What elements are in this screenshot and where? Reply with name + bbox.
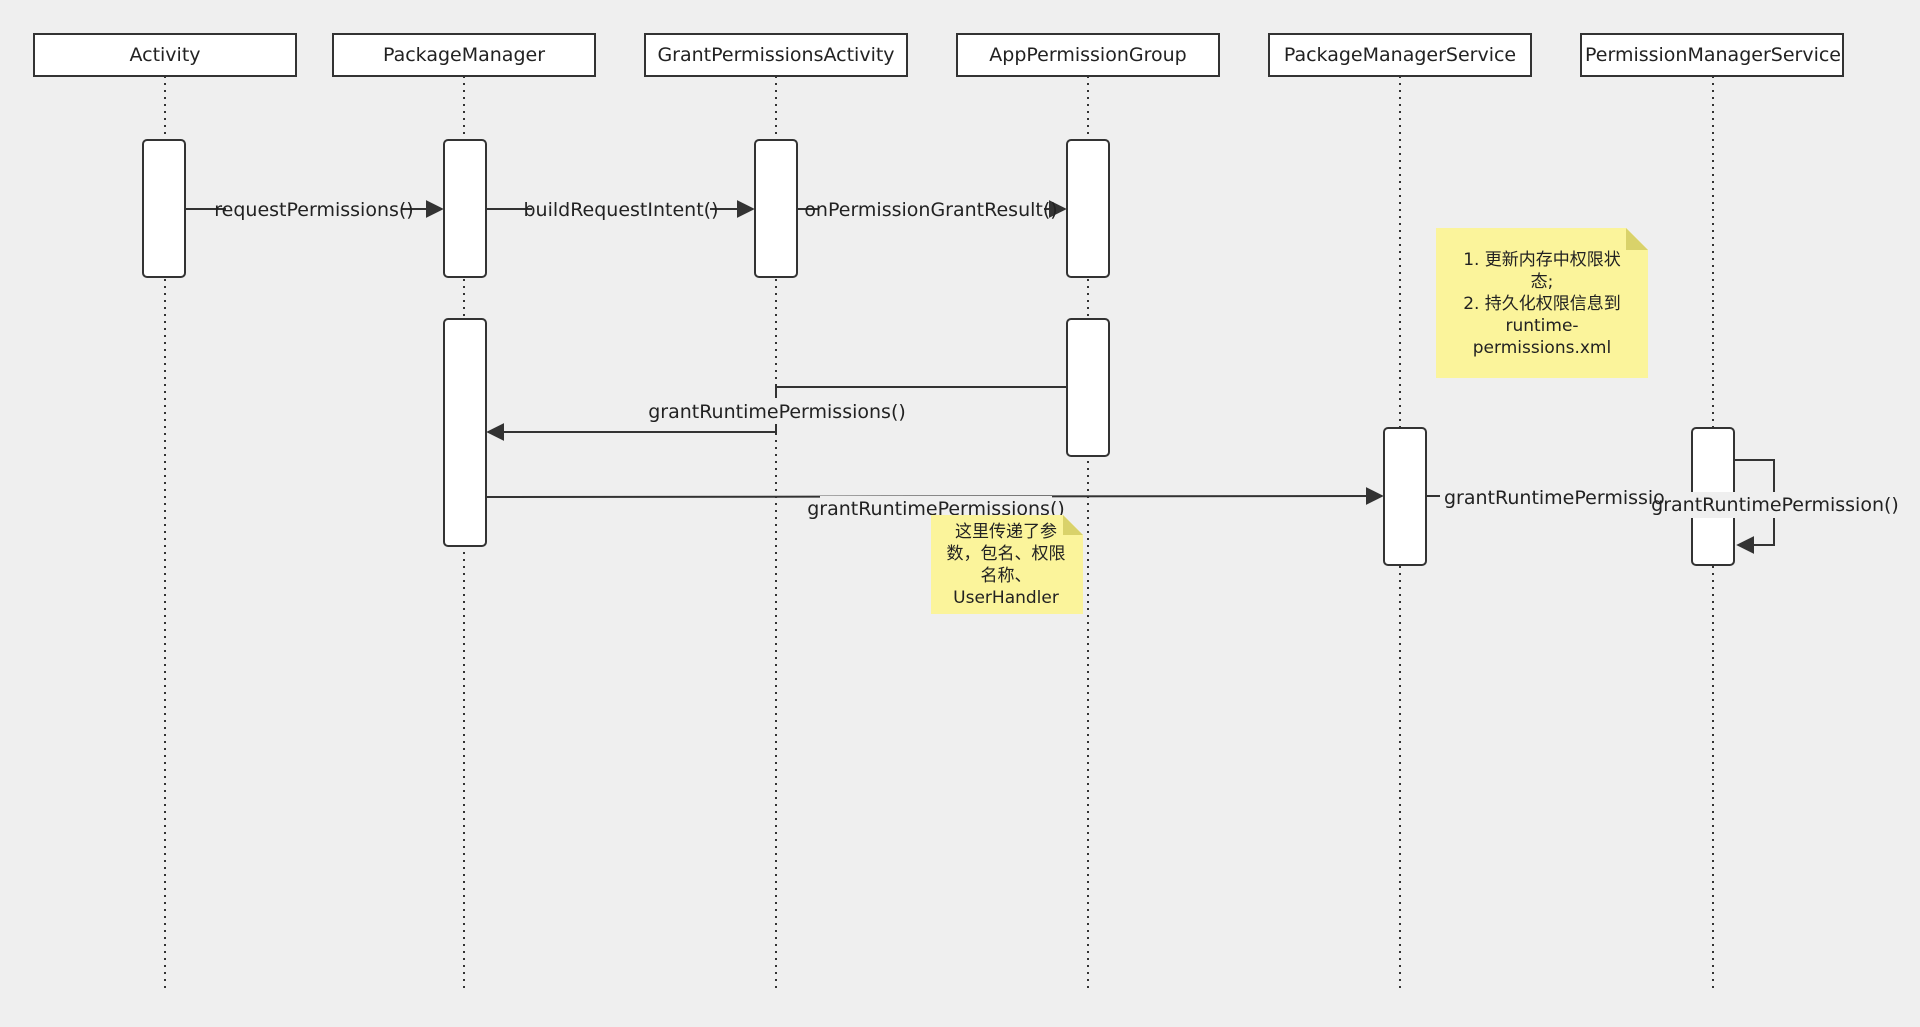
message-grant-runtime-permissions-return: grantRuntimePermissions(): [486, 386, 1067, 441]
participant-grantpermissionsactivity: GrantPermissionsActivity: [644, 33, 908, 77]
activation-packagemanagerservice: [1383, 427, 1427, 566]
message-label: grantRuntimePermission(): [1651, 494, 1899, 516]
activation-apppermissiongroup-2: [1066, 318, 1110, 457]
message-label: grantRuntimePermissions: [1444, 487, 1687, 509]
message-label: buildRequestIntent(): [523, 199, 718, 221]
activation-packagemanager-1: [443, 139, 487, 278]
message-grant-runtime-permissions-pms: grantRuntimePermissions(): [485, 487, 1384, 522]
participant-permissionmanagerservice: PermissionManagerService: [1580, 33, 1844, 77]
note-line: UserHandler: [953, 588, 1059, 608]
participant-packagemanagerservice: PackageManagerService: [1268, 33, 1532, 77]
message-label: grantRuntimePermissions(): [648, 401, 906, 423]
participant-label: AppPermissionGroup: [989, 44, 1186, 66]
participant-activity: Activity: [33, 33, 297, 77]
participant-label: PackageManagerService: [1284, 44, 1516, 66]
participant-label: Activity: [129, 44, 200, 66]
activation-activity: [142, 139, 186, 278]
note-line: permissions.xml: [1473, 338, 1611, 358]
note-line: 这里传递了参: [955, 522, 1057, 542]
note-parameters: 这里传递了参 数，包名、权限 名称、 UserHandler: [931, 515, 1083, 614]
message-label: requestPermissions(): [214, 199, 413, 221]
note-line: 数，包名、权限: [947, 544, 1066, 564]
participant-packagemanager: PackageManager: [332, 33, 596, 77]
note-line: 1. 更新内存中权限状: [1463, 250, 1621, 270]
message-on-permission-grant-result: onPermissionGrantResult(): [797, 196, 1067, 222]
note-memory-persistence: 1. 更新内存中权限状 态; 2. 持久化权限信息到 runtime- perm…: [1436, 228, 1648, 378]
participant-apppermissiongroup: AppPermissionGroup: [956, 33, 1220, 77]
activation-packagemanager-2: [443, 318, 487, 547]
note-line: 名称、: [981, 566, 1032, 586]
message-label: grantRuntimePermissions(): [807, 498, 1065, 520]
note-line: 态;: [1531, 272, 1554, 292]
message-request-permissions: requestPermissions(): [185, 196, 444, 222]
activation-apppermissiongroup-1: [1066, 139, 1110, 278]
message-grant-runtime-permission-self: grantRuntimePermission(): [1651, 459, 1899, 554]
participant-label: GrantPermissionsActivity: [657, 44, 894, 66]
participant-label: PermissionManagerService: [1585, 44, 1841, 66]
activation-grantpermissionsactivity: [754, 139, 798, 278]
participant-label: PackageManager: [383, 44, 545, 66]
note-line: runtime-: [1505, 316, 1578, 336]
message-build-request-intent: buildRequestIntent(): [486, 196, 755, 222]
message-grant-runtime-permissions-pmgr: grantRuntimePermissions: [1426, 484, 1687, 510]
note-line: 2. 持久化权限信息到: [1463, 294, 1621, 314]
message-label: onPermissionGrantResult(): [804, 199, 1057, 221]
